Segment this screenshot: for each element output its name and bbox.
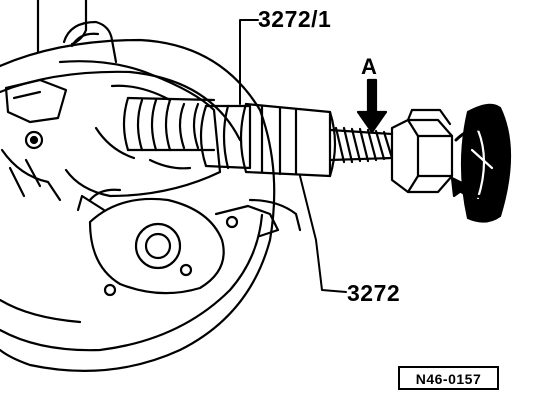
direction-label-a: A — [361, 54, 377, 79]
backing-plate — [0, 38, 276, 372]
spindle — [328, 126, 394, 164]
cable-strap — [88, 188, 302, 232]
hex-nut — [390, 108, 454, 194]
tool-label-3272: 3272 — [347, 280, 401, 306]
reference-code-box: N46-0157 — [398, 366, 499, 390]
direction-arrow-a — [356, 78, 388, 134]
steering-knuckle — [58, 60, 222, 198]
leader-lines — [239, 19, 347, 293]
adapter-sleeve — [199, 104, 252, 170]
tool-label-3272-1: 3272/1 — [258, 6, 332, 32]
ratchet-socket — [460, 103, 512, 223]
caliper-bracket — [0, 20, 118, 202]
threaded-shaft — [122, 96, 216, 152]
reference-code: N46-0157 — [415, 371, 482, 387]
hub-flange — [76, 194, 280, 295]
puller-body — [239, 102, 337, 178]
rotation-arrow — [450, 127, 486, 198]
